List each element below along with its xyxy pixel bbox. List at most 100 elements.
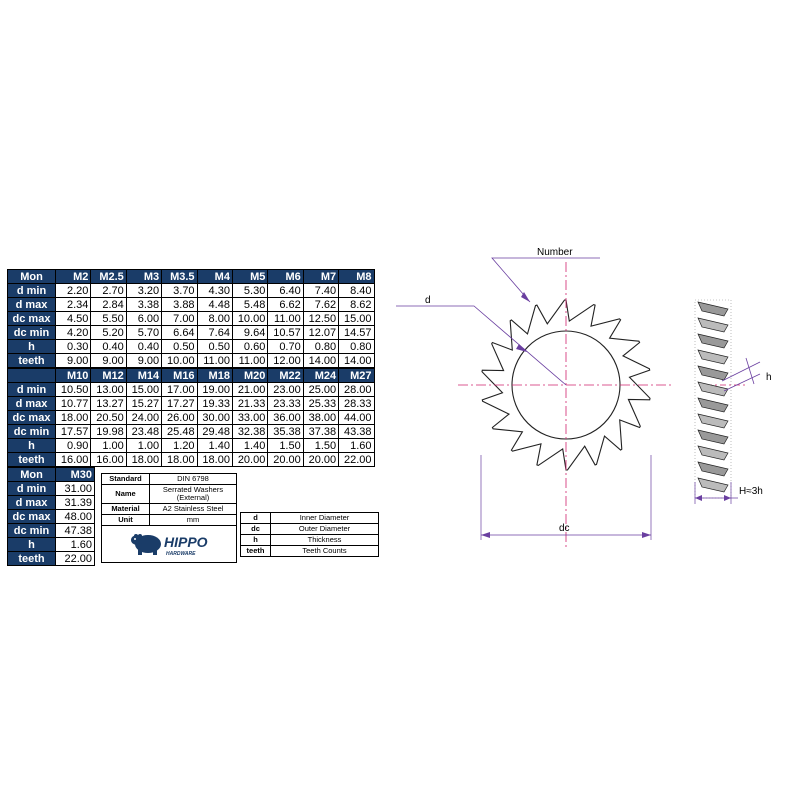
header-cell-empty	[7, 368, 56, 383]
number-leader-line	[491, 257, 600, 303]
d-label: d	[425, 295, 431, 306]
d-leader-line	[396, 305, 567, 386]
logo-row: HIPPO HARDWARE	[101, 525, 237, 563]
h-leader-line-bottom	[723, 373, 761, 392]
row-label: d min	[7, 382, 56, 397]
row-label: teeth	[7, 452, 56, 467]
unit-row: Unit mm	[101, 514, 237, 526]
table-cell: 24.00	[125, 410, 163, 425]
number-arrowhead	[521, 292, 530, 302]
name-row: Name Serrated Washers (External)	[101, 484, 237, 504]
header-cell: M16	[161, 368, 198, 383]
h-dimension-line	[745, 357, 755, 385]
table-cell: 0.80	[302, 339, 340, 354]
table-cell: 6.40	[267, 283, 304, 298]
table-cell: 1.50	[267, 438, 304, 453]
table-cell: 14.57	[338, 325, 375, 340]
side-tooth	[697, 429, 729, 445]
header-cell: M4	[196, 269, 233, 284]
side-tooth	[697, 381, 729, 397]
table-cell: 9.64	[231, 325, 269, 340]
header-cell: Mon	[7, 467, 56, 482]
table-cell: 19.33	[196, 396, 233, 411]
side-tooth	[697, 333, 729, 349]
legend-row: h Thickness	[240, 534, 379, 546]
table-cell: 23.33	[267, 396, 304, 411]
header-cell: M24	[302, 368, 340, 383]
table-cell: 12.50	[302, 311, 340, 326]
header-cell: M5	[231, 269, 269, 284]
side-tooth	[697, 349, 729, 365]
table-cell: 15.00	[125, 382, 163, 397]
table-cell: 0.40	[125, 339, 163, 354]
table-cell: 20.00	[231, 452, 269, 467]
table-cell: 3.38	[125, 297, 163, 312]
logo-sub-text: HARDWARE	[166, 551, 196, 557]
row-label: dc max	[7, 509, 56, 524]
header-cell: M18	[196, 368, 233, 383]
table-cell: 14.00	[302, 353, 340, 368]
table-cell: 4.50	[54, 311, 92, 326]
header-cell: M2.5	[90, 269, 127, 284]
table-cell: 25.33	[302, 396, 340, 411]
header-cell: Mon	[7, 269, 56, 284]
table-cell: 1.40	[196, 438, 233, 453]
side-tooth	[697, 301, 729, 317]
hippo-mascot-icon	[131, 534, 161, 555]
symbol-legend-table: d Inner Diameter dc Outer Diameter h Thi…	[240, 512, 379, 557]
dc-label: dc	[559, 523, 570, 534]
table-cell: 0.50	[161, 339, 198, 354]
row-label: dc min	[7, 325, 56, 340]
table-cell: 1.60	[338, 438, 375, 453]
side-tooth	[697, 477, 729, 493]
row-label: dc max	[7, 410, 56, 425]
table-cell: 20.00	[302, 452, 340, 467]
side-tooth	[697, 317, 729, 333]
d-arrowhead	[516, 344, 527, 352]
table-cell: 31.39	[55, 495, 95, 510]
row-label: d max	[7, 495, 56, 510]
table-cell: 5.30	[231, 283, 269, 298]
table-cell: 12.00	[267, 353, 304, 368]
legend-row: teeth Teeth Counts	[240, 545, 379, 557]
table-cell: 5.50	[90, 311, 127, 326]
table-cell: 0.60	[231, 339, 269, 354]
side-tooth	[697, 445, 729, 461]
table-cell: 10.77	[54, 396, 92, 411]
table-cell: 3.20	[125, 283, 163, 298]
row-label: d max	[7, 297, 56, 312]
header-cell: M7	[302, 269, 340, 284]
table-cell: 7.00	[161, 311, 198, 326]
table-cell: 37.38	[302, 424, 340, 439]
header-cell: M3.5	[161, 269, 198, 284]
table-cell: 43.38	[338, 424, 375, 439]
row-label: h	[7, 339, 56, 354]
standard-row: Standard DIN 6798	[101, 473, 237, 485]
H-arrow-right	[724, 495, 731, 501]
logo-brand-text: HIPPO	[164, 534, 208, 550]
washer-side-view	[694, 299, 732, 499]
table-cell: 25.48	[161, 424, 198, 439]
row-label: teeth	[7, 551, 56, 566]
table-cell: 1.40	[231, 438, 269, 453]
side-tooth	[697, 365, 729, 381]
logo-cell: HIPPO HARDWARE	[101, 525, 237, 563]
side-teeth-profile	[697, 301, 729, 493]
H-arrow-left	[695, 495, 702, 501]
table-cell: 35.38	[267, 424, 304, 439]
dc-arrow-left	[481, 532, 490, 538]
name-value-line-2: (External)	[176, 493, 210, 502]
H-label: H≈3h	[739, 486, 763, 497]
table-cell: 28.00	[338, 382, 375, 397]
